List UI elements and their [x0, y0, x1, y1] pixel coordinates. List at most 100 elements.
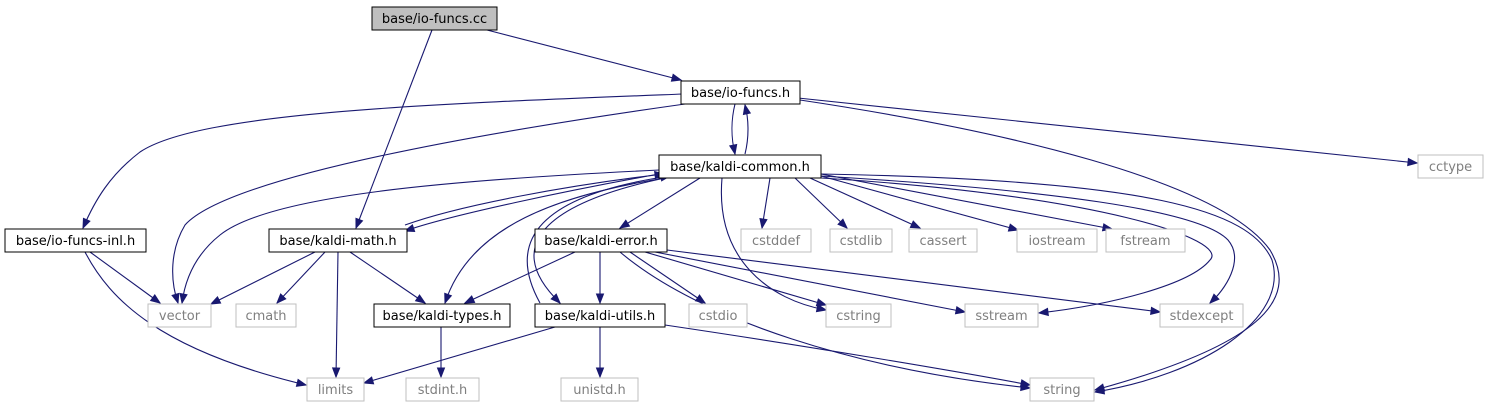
edge-arrowhead [1407, 157, 1419, 167]
node-label: base/kaldi-error.h [544, 234, 657, 249]
node-box [405, 377, 480, 402]
node-stdexcept: stdexcept [1159, 303, 1244, 328]
edge-line [820, 175, 1235, 304]
edge-line [526, 175, 671, 304]
node-box [908, 228, 978, 253]
node-label: stdint.h [418, 383, 467, 398]
node-label: cstddef [752, 234, 801, 249]
edge-io_funcs_h-to-kaldi_common_h [728, 103, 738, 156]
edge-line [664, 324, 1031, 386]
edge-kaldi_error_h-to-cstring [644, 251, 828, 307]
edge-arrowhead [1007, 223, 1020, 232]
node-kaldi-common-h[interactable]: base/kaldi-common.h [658, 154, 822, 179]
node-kaldi-types-h[interactable]: base/kaldi-types.h [373, 303, 511, 328]
node-box [1417, 154, 1484, 179]
edge-kaldi_common_h-to-stdexcept [820, 175, 1235, 304]
node-box [235, 303, 297, 328]
node-label: unistd.h [573, 383, 626, 398]
node-cstddef: cstddef [740, 228, 812, 253]
node-box [688, 303, 748, 328]
node-label: base/kaldi-utils.h [545, 309, 656, 324]
node-kaldi-utils-h[interactable]: base/kaldi-utils.h [534, 303, 666, 328]
edge-kaldi_common_h-to-cstdlib [794, 177, 848, 229]
node-kaldi-error-h[interactable]: base/kaldi-error.h [534, 228, 668, 253]
edge-kaldi_common_h-to-cstddef [759, 177, 771, 230]
edge-io_funcs_cc-to-kaldi_math_h [355, 29, 433, 230]
edge-line [89, 251, 161, 304]
edge-kaldi_math_h-to-kaldi_types_h [349, 251, 427, 304]
node-box [680, 80, 801, 105]
edge-io_funcs_inl_h-to-vector [89, 251, 162, 304]
node-label: cassert [919, 234, 966, 249]
edge-arrowhead [954, 306, 967, 315]
edge-line [464, 251, 576, 304]
edge-arrowhead [171, 292, 180, 305]
edge-line [349, 251, 426, 304]
edge-line [799, 99, 1280, 391]
node-box [1159, 303, 1244, 328]
edge-line [486, 29, 682, 81]
edge-kaldi_utils_h-to-unistd_h [595, 327, 605, 379]
node-label: vector [159, 309, 201, 324]
edge-kaldi_common_h-to-kaldi_utils_h [533, 177, 666, 304]
edge-arrowhead [209, 295, 222, 305]
edge-line [363, 326, 556, 384]
node-io-funcs-cc[interactable]: base/io-funcs.cc [371, 6, 498, 31]
edge-line [820, 177, 1213, 314]
edge-line [644, 251, 827, 306]
node-cstdio: cstdio [688, 303, 748, 328]
edge-arrowhead [149, 293, 162, 304]
edge-line [82, 93, 684, 229]
edge-arrowhead [909, 220, 922, 229]
node-label: base/io-funcs.h [691, 86, 790, 101]
node-io-funcs-h[interactable]: base/io-funcs.h [680, 80, 801, 105]
node-box [1016, 228, 1098, 253]
edge-arrowhead [82, 217, 91, 230]
node-label: sstream [975, 309, 1027, 324]
edge-kaldi_utils_h-to-limits [362, 326, 556, 385]
edge-kaldi_common_h-to-kaldi_error_h [618, 177, 701, 229]
edge-kaldi_common_h-to-kaldi_types_h [444, 177, 666, 305]
node-cmath: cmath [235, 303, 297, 328]
edge-arrowhead [331, 367, 341, 379]
edge-arrowhead [414, 294, 427, 304]
node-cctype: cctype [1417, 154, 1484, 179]
node-label: base/io-funcs-inl.h [16, 234, 135, 249]
edge-arrowhead [355, 217, 364, 230]
node-box [534, 228, 668, 253]
node-box [534, 303, 666, 328]
edge-line [404, 173, 665, 226]
edge-arrowhead [1037, 307, 1049, 317]
edge-arrowhead [1019, 379, 1032, 388]
edge-line [794, 177, 848, 229]
edge-kaldi_common_h-to-vector [179, 169, 660, 305]
edge-kaldi_common_h-to-kaldi_math_h [403, 173, 660, 232]
node-label: cstdlib [840, 234, 883, 249]
node-kaldi-math-h[interactable]: base/kaldi-math.h [268, 228, 408, 253]
node-label: iostream [1028, 234, 1085, 249]
node-label: cmath [245, 309, 286, 324]
node-io-funcs-inl-h[interactable]: base/io-funcs-inl.h [4, 228, 147, 253]
edge-kaldi_common_h-to-cassert [809, 177, 922, 229]
edge-kaldi_error_h-to-sstream [654, 251, 967, 315]
node-label: cstring [836, 309, 880, 324]
edge-line [210, 251, 316, 305]
node-label: cctype [1429, 160, 1472, 175]
edge-io_funcs_cc-to-io_funcs_h [486, 29, 683, 82]
edge-io_funcs_h-to-io_funcs_inl_h [82, 93, 684, 230]
edge-line [820, 173, 1275, 393]
edge-arrowhead [759, 217, 768, 230]
edge-kaldi_error_h-to-stdexcept [666, 249, 1162, 316]
edge-kaldi_common_h-to-iostream [820, 175, 1020, 232]
node-box [1105, 228, 1186, 253]
node-box [964, 303, 1039, 328]
edge-line [619, 251, 1031, 389]
edge-arrowhead [295, 378, 308, 387]
node-box [4, 228, 147, 253]
edge-arrowhead [1093, 386, 1106, 395]
edge-line [666, 249, 1161, 313]
node-string: string [1029, 377, 1095, 402]
edge-line [181, 169, 660, 304]
edge-arrowhead [436, 367, 446, 379]
edge-line [404, 173, 660, 232]
